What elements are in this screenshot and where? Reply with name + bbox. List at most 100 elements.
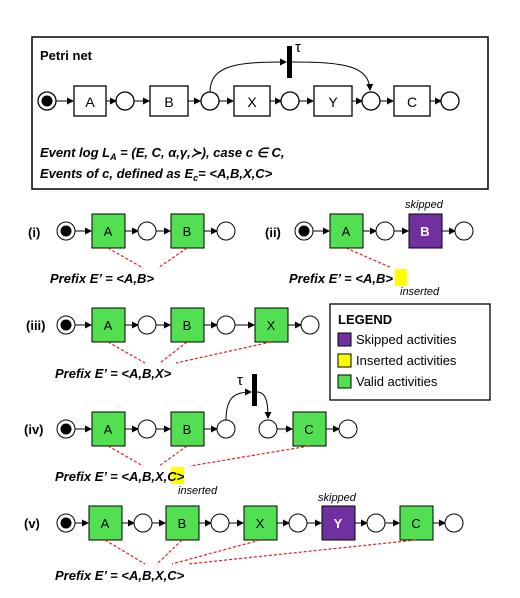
valid-activity bbox=[254, 307, 289, 343]
activity-label: B bbox=[183, 224, 192, 239]
valid-activity bbox=[91, 307, 126, 343]
activity-label: B bbox=[183, 318, 192, 333]
activity-label: Y bbox=[334, 516, 343, 531]
start-token bbox=[60, 517, 72, 529]
place bbox=[454, 221, 474, 241]
place bbox=[137, 315, 157, 335]
case-i: (i) A B Prefix E’ = <A,B> bbox=[28, 213, 236, 286]
events-of-c-text: Events of c, defined as E bbox=[40, 166, 193, 181]
valid-activity bbox=[170, 307, 205, 343]
place bbox=[137, 419, 157, 439]
case-ii: (ii) A B skipped Prefix E’ = <A,B> inser… bbox=[265, 199, 474, 298]
activity-label: C bbox=[304, 422, 313, 437]
events-subscript: c bbox=[193, 173, 198, 183]
skipped-activity bbox=[321, 505, 356, 541]
activity-label: A bbox=[342, 224, 351, 239]
prefix-text: Prefix E’ = <A,B,X> bbox=[55, 366, 172, 381]
prefix-text: Prefix E’ = <A,B> bbox=[50, 271, 154, 286]
activity-label: X bbox=[267, 318, 276, 333]
case-iii: (iii) A B X Prefix E’ = <A,B,X> bbox=[26, 307, 320, 381]
petri-net-panel: Petri net A B X Y C bbox=[31, 36, 489, 190]
tau-transition bbox=[252, 374, 257, 406]
place bbox=[137, 221, 157, 241]
petri-transition-c-label: C bbox=[407, 94, 417, 110]
legend-swatch-skipped bbox=[337, 332, 352, 347]
activity-label: B bbox=[183, 422, 192, 437]
tau-label: τ bbox=[295, 39, 301, 56]
start-token bbox=[298, 225, 310, 237]
petri-place bbox=[200, 91, 220, 111]
case-label: (v) bbox=[24, 516, 40, 531]
petri-net-title: Petri net bbox=[40, 48, 93, 63]
place bbox=[216, 419, 236, 439]
valid-activity bbox=[170, 411, 205, 447]
legend-swatch-inserted bbox=[337, 353, 352, 368]
petri-transition-y-label: Y bbox=[328, 94, 338, 110]
place bbox=[216, 315, 236, 335]
event-log-text-rest: = (E, C, α,γ,≻), case c ∈ C, bbox=[117, 145, 285, 160]
tau-arc-in bbox=[225, 388, 252, 421]
legend-swatch-valid bbox=[337, 374, 352, 389]
end-place bbox=[440, 91, 460, 111]
petri-place bbox=[280, 91, 300, 111]
petri-place bbox=[361, 91, 381, 111]
start-token bbox=[60, 225, 72, 237]
tau-transition bbox=[287, 46, 292, 78]
valid-activity bbox=[329, 213, 364, 249]
place bbox=[366, 513, 386, 533]
place bbox=[338, 419, 358, 439]
legend-title: LEGEND bbox=[338, 312, 392, 327]
svg-text:Events of c, defined as Ec= <A: Events of c, defined as Ec= <A,B,X,C> bbox=[40, 166, 273, 183]
activity-label: B bbox=[178, 516, 187, 531]
inserted-tag: inserted bbox=[178, 485, 218, 497]
start-token bbox=[60, 423, 72, 435]
inserted-highlight bbox=[171, 467, 184, 484]
petri-transition-b-label: B bbox=[164, 94, 173, 110]
case-iv: (iv) A B τ C Prefix E’ = <A,B,X,C> inser… bbox=[24, 372, 358, 497]
events-of-c-rest: = <A,B,X,C> bbox=[198, 166, 272, 181]
valid-activity bbox=[243, 505, 278, 541]
case-label: (ii) bbox=[265, 225, 281, 240]
legend-label-inserted: Inserted activities bbox=[356, 353, 457, 368]
petri-transition-y bbox=[313, 85, 353, 117]
petri-place bbox=[115, 91, 135, 111]
activity-label: A bbox=[104, 422, 113, 437]
legend-label-valid: Valid activities bbox=[356, 374, 438, 389]
event-log-subscript: A bbox=[109, 152, 117, 162]
legend-label-skipped: Skipped activities bbox=[356, 332, 457, 347]
place bbox=[300, 315, 320, 335]
place bbox=[375, 221, 395, 241]
valid-activity bbox=[91, 213, 126, 249]
prefix-text: Prefix E’ = <A,B> bbox=[289, 271, 393, 286]
place bbox=[258, 419, 278, 439]
activity-label: A bbox=[101, 516, 110, 531]
start-token bbox=[41, 95, 53, 107]
petri-transition-a-label: A bbox=[85, 94, 95, 110]
tau-arc-out bbox=[256, 391, 272, 419]
legend-box bbox=[329, 303, 491, 401]
prefix-text: Prefix E’ = <A,B,X,C> bbox=[55, 469, 185, 484]
activity-label: X bbox=[256, 516, 265, 531]
activity-label: C bbox=[411, 516, 420, 531]
event-log-text: Event log L bbox=[40, 145, 110, 160]
petri-transition-c bbox=[393, 85, 431, 117]
svg-text:Event log LA = (E, C, α,γ,≻),: Event log LA = (E, C, α,γ,≻), case c ∈ C… bbox=[40, 145, 284, 162]
skipped-tag: skipped bbox=[318, 492, 357, 504]
valid-activity bbox=[88, 505, 123, 541]
case-v: (v) A B X Y skipped C Prefix E’ = <A,B,X… bbox=[24, 492, 464, 583]
tau-bypass-arc-in bbox=[209, 58, 287, 93]
activity-label: B bbox=[420, 224, 429, 239]
valid-activity bbox=[170, 213, 205, 249]
skipped-activity bbox=[408, 213, 443, 249]
tau-label: τ bbox=[237, 372, 243, 389]
inserted-highlight bbox=[395, 269, 407, 286]
start-token bbox=[60, 319, 72, 331]
place bbox=[216, 221, 236, 241]
place bbox=[288, 513, 308, 533]
valid-activity bbox=[91, 411, 126, 447]
activity-label: A bbox=[104, 224, 113, 239]
petri-transition-a bbox=[73, 85, 107, 117]
place bbox=[133, 513, 153, 533]
valid-activity bbox=[165, 505, 200, 541]
